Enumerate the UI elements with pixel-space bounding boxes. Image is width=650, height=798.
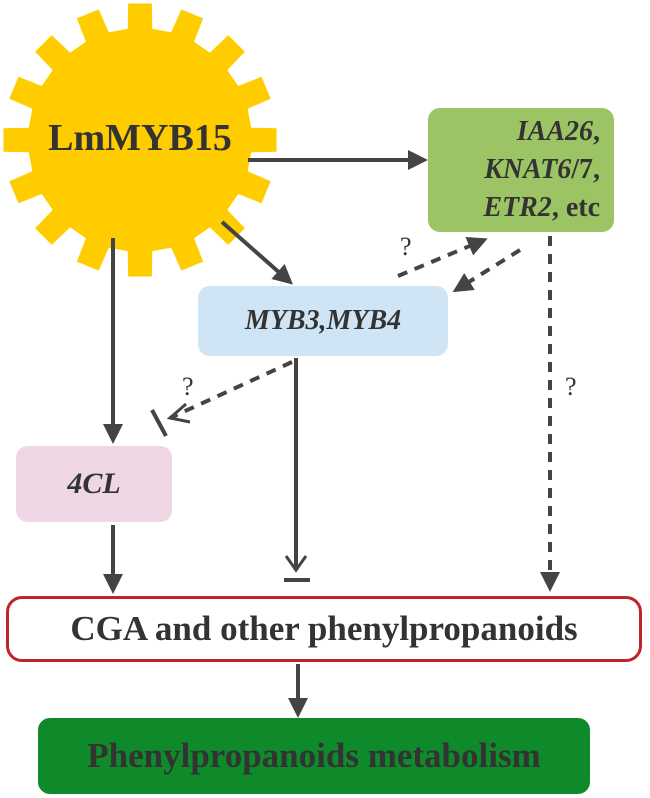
edge-myb-inhibits-4cl-bar <box>150 409 168 437</box>
myb-box: MYB3,MYB4 <box>198 286 448 356</box>
regulator-label: LmMYB15 <box>48 117 232 159</box>
edge-myb-inhibits-cga-head <box>284 555 308 573</box>
genes-line-2: KNAT6/7, <box>484 151 600 189</box>
products-box: CGA and other phenylpropanoids <box>6 596 642 662</box>
question-mark-genes-myb: ? <box>400 232 412 261</box>
edge-regulator-to-myb <box>220 220 293 285</box>
edge-myb-inhibits-4cl-head <box>166 402 191 424</box>
target-genes-box: IAA26, KNAT6/7, ETR2, etc <box>428 108 614 232</box>
enzyme-4cl-box: 4CL <box>16 446 172 522</box>
gene-line-3-suffix: , etc <box>551 192 600 223</box>
regulator-gear-shape <box>3 3 277 277</box>
gene-knat6: KNAT6 <box>484 154 572 185</box>
question-mark-genes-cga: ? <box>565 372 577 401</box>
gene-etr2: ETR2 <box>483 192 552 223</box>
gene-line-1-suffix: , <box>593 116 600 147</box>
gene-iaa26: IAA26 <box>516 116 593 147</box>
genes-line-3: ETR2, etc <box>483 189 600 227</box>
edge-myb-inhibits-4cl-dashed <box>169 360 293 420</box>
question-mark-myb-4cl: ? <box>182 372 194 401</box>
metabolism-box: Phenylpropanoids metabolism <box>38 718 590 794</box>
gene-line-2-suffix: /7, <box>571 154 600 185</box>
genes-line-1: IAA26, <box>517 113 600 151</box>
edge-myb-to-genes-dashed <box>397 236 488 278</box>
edge-genes-to-myb-dashed <box>452 248 522 293</box>
